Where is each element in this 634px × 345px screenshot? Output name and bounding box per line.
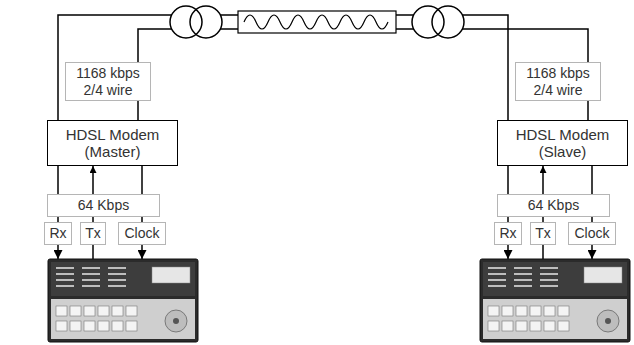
box-label: Rx [49, 225, 66, 241]
rate-label-box: 64 Kbps [47, 194, 160, 217]
signal-label-box: Clock [118, 222, 166, 245]
relay-illustration [480, 259, 630, 342]
signal-label-box: Rx [494, 222, 522, 245]
transformer-coil [432, 6, 464, 38]
box-label: 64 Kbps [78, 197, 129, 213]
relay-illustration [48, 259, 198, 342]
box-label: Rx [499, 225, 516, 241]
signal-label-box: Tx [80, 222, 106, 245]
signal-connector [587, 101, 589, 120]
box-label: Clock [124, 225, 159, 241]
wire [462, 15, 508, 120]
box-label: Clock [574, 225, 609, 241]
signal-label-box: Clock [568, 222, 616, 245]
transformer-coil [412, 6, 444, 38]
wire [58, 15, 172, 120]
modem-box: HDSL Modem (Slave) [497, 120, 628, 166]
box-label: HDSL Modem (Master) [51, 126, 174, 161]
modem-box: HDSL Modem (Master) [47, 120, 178, 166]
box-label: Tx [85, 225, 101, 241]
rate-label-box: 64 Kbps [497, 194, 610, 217]
transformer-coil [190, 6, 222, 38]
wire [138, 29, 172, 62]
signal-label-box: Rx [44, 222, 72, 245]
transformer-coil [170, 6, 202, 38]
rate-label-box: 1168 kbps 2/4 wire [515, 62, 601, 101]
twisted-pair-symbol [244, 15, 388, 29]
box-label: HDSL Modem (Slave) [501, 126, 624, 161]
box-label: 1168 kbps 2/4 wire [69, 65, 147, 97]
box-label: Tx [535, 225, 551, 241]
twisted-pair-cable [238, 11, 396, 33]
wire [462, 29, 588, 62]
signal-label-box: Tx [530, 222, 556, 245]
signal-connector [137, 101, 139, 120]
box-label: 1168 kbps 2/4 wire [519, 65, 597, 97]
rate-label-box: 1168 kbps 2/4 wire [65, 62, 151, 101]
box-label: 64 Kbps [528, 197, 579, 213]
